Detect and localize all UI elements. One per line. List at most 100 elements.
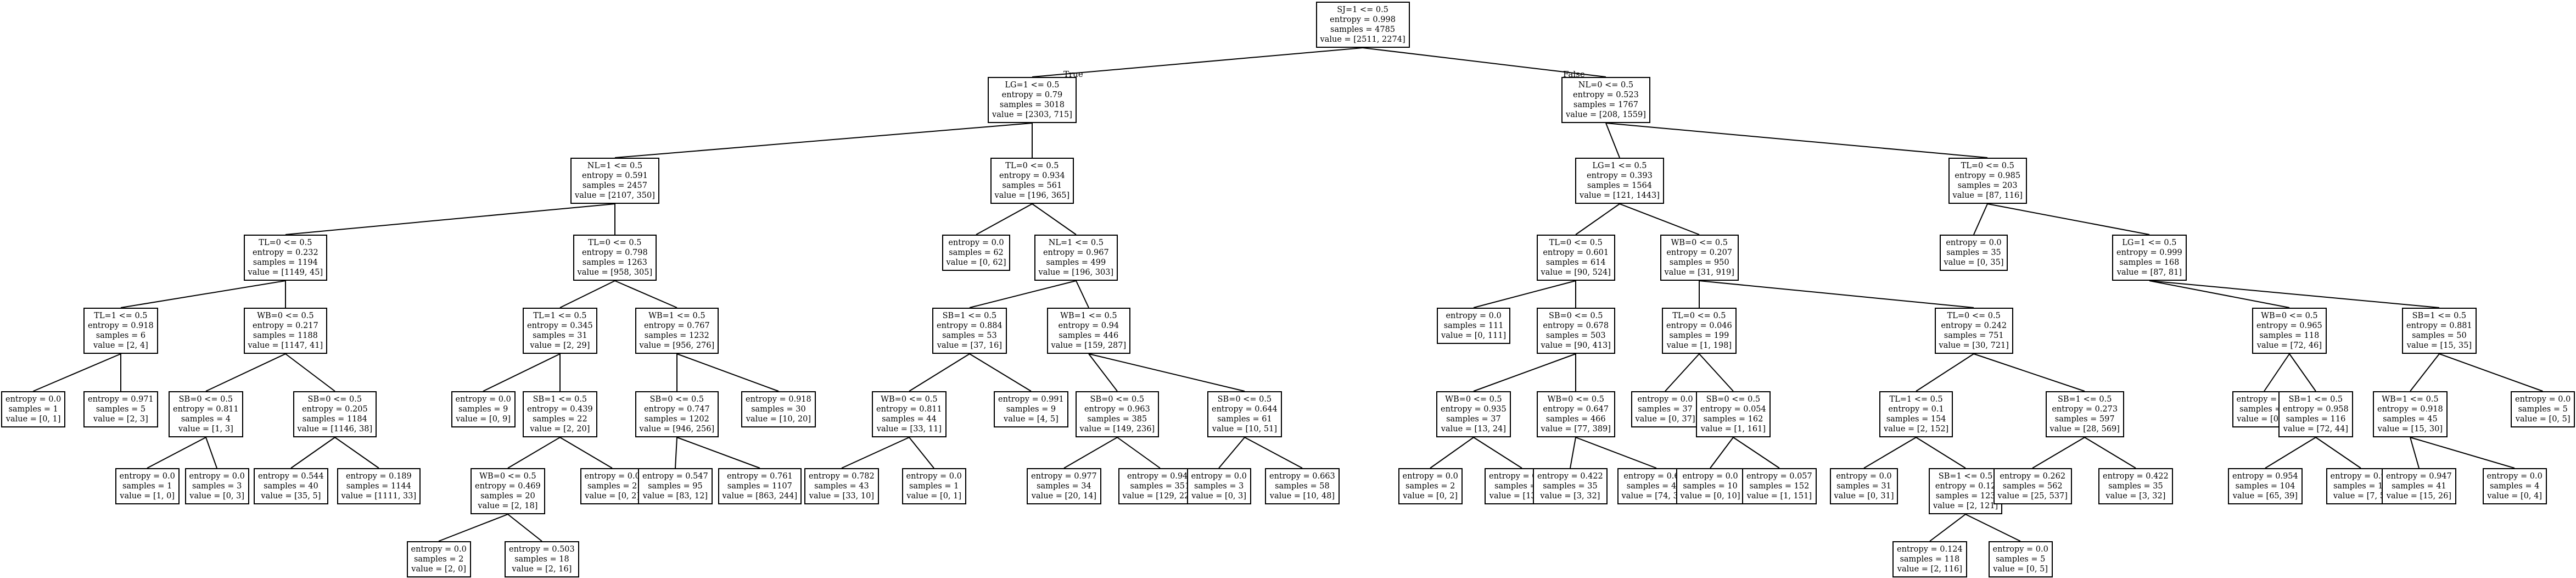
tree-edge: [675, 437, 677, 469]
node-text-line: value = [10, 51]: [1212, 425, 1277, 434]
node-text-line: entropy = 0.999: [2116, 248, 2182, 257]
tree-edge: [1117, 437, 1161, 469]
tree-edge: [438, 514, 508, 542]
node-text-line: entropy = 0.591: [582, 171, 648, 180]
tree-edge: [1430, 437, 1474, 469]
node-text-line: SB=0 <= 0.5: [1548, 312, 1603, 320]
node-text-line: SB=0 <= 0.5: [1090, 395, 1145, 404]
node-text-line: samples = 1144: [346, 482, 411, 491]
node-text-line: samples = 1107: [727, 482, 792, 491]
node-text-line: samples = 1564: [1587, 181, 1652, 190]
node-text-line: entropy = 0.935: [1441, 405, 1507, 414]
node-text-line: value = [0, 9]: [456, 415, 511, 424]
tree-edge: [1244, 437, 1303, 469]
node-text-line: samples = 53: [942, 331, 997, 340]
node-text-line: value = [0, 62]: [946, 258, 1006, 267]
node-text-line: TL=1 <= 0.5: [1889, 395, 1943, 404]
node-text-line: samples = 3: [192, 482, 242, 491]
node-text-line: value = [149, 236]: [1079, 425, 1155, 434]
node-text-line: samples = 751: [1944, 331, 2004, 340]
tree-edge: [1575, 203, 1620, 235]
node-text-line: entropy = 0.124: [1897, 545, 1963, 554]
node-text-line: value = [1, 3]: [178, 425, 233, 434]
node-text-line: samples = 162: [1703, 415, 1763, 424]
node-text-line: TL=0 <= 0.5: [1672, 312, 1726, 320]
node-text-line: value = [0, 1]: [5, 415, 61, 424]
node-text-line: entropy = 0.439: [527, 405, 593, 414]
node-text-line: value = [2, 116]: [1897, 565, 1962, 574]
tree-edge: [2149, 280, 2290, 308]
node-text-line: entropy = 0.678: [1543, 321, 1609, 330]
node-text-line: value = [208, 1559]: [1566, 110, 1646, 119]
node-text-line: value = [0, 31]: [1834, 492, 1894, 501]
node-text-line: value = [2, 0]: [411, 565, 467, 574]
node-text-line: SB=1 <= 0.5: [1938, 472, 1993, 481]
node-text-line: value = [1, 198]: [1666, 341, 1732, 350]
node-text-line: samples = 35: [2108, 482, 2163, 491]
tree-edge: [1699, 280, 1974, 308]
tree-edge: [2439, 353, 2543, 392]
node-text-line: samples = 4: [2489, 482, 2540, 491]
node-text-line: samples = 2457: [582, 181, 647, 190]
node-text-line: entropy = 0.046: [1666, 321, 1732, 330]
node-text-line: entropy = 0.12: [1935, 482, 1996, 491]
tree-edge: [676, 437, 760, 469]
node-text-line: value = [0, 2]: [2237, 415, 2292, 424]
node-text-line: samples = 30: [751, 405, 806, 414]
tree-edge: [2084, 437, 2136, 469]
node-text-line: value = [7, 5]: [2333, 492, 2388, 501]
tree-edge: [1063, 437, 1118, 469]
node-text-line: entropy = 0.0: [189, 472, 245, 481]
node-text-line: value = [0, 3]: [189, 492, 245, 501]
node-text-line: entropy = 0.79: [1001, 91, 1063, 99]
node-text-line: TL=0 <= 0.5: [1005, 162, 1059, 170]
node-text-line: value = [1, 0]: [120, 492, 175, 501]
node-text-line: entropy = 0.469: [475, 482, 541, 491]
tree-edge: [1362, 47, 1606, 77]
node-text-line: samples = 351: [1130, 482, 1190, 491]
node-text-line: value = [87, 81]: [2116, 268, 2182, 277]
node-text-line: value = [37, 16]: [937, 341, 1002, 350]
node-text-line: value = [2, 29]: [530, 341, 590, 350]
node-text-line: samples = 5: [2518, 405, 2568, 414]
tree-edge: [1733, 437, 1780, 469]
node-text-line: samples = 3: [1194, 482, 1244, 491]
node-text-line: samples = 1184: [302, 415, 367, 424]
node-text-line: entropy = 0.918: [88, 321, 154, 330]
node-text-line: value = [4, 5]: [1004, 415, 1059, 424]
tree-edge: [2315, 437, 2361, 469]
node-text-line: LG=1 <= 0.5: [1592, 162, 1647, 170]
node-text-line: value = [30, 721]: [1939, 341, 2009, 350]
node-text-line: value = [196, 365]: [994, 191, 1070, 200]
node-text-line: value = [0, 111]: [1441, 331, 1507, 340]
node-text-line: entropy = 0.644: [1212, 405, 1278, 414]
node-text-line: entropy = 0.782: [809, 472, 875, 481]
node-text-line: samples = 1202: [644, 415, 709, 424]
node-text-line: value = [2303, 715]: [992, 110, 1072, 119]
tree-edge: [1929, 514, 1966, 542]
tree-edge: [1088, 353, 1245, 392]
node-text-line: value = [10, 48]: [1269, 492, 1335, 501]
node-text-line: samples = 5: [1995, 555, 2046, 564]
node-text-line: samples = 6: [96, 331, 146, 340]
node-text-line: SB=0 <= 0.5: [649, 395, 704, 404]
tree-edge: [559, 437, 613, 469]
tree-edge: [2410, 437, 2420, 469]
